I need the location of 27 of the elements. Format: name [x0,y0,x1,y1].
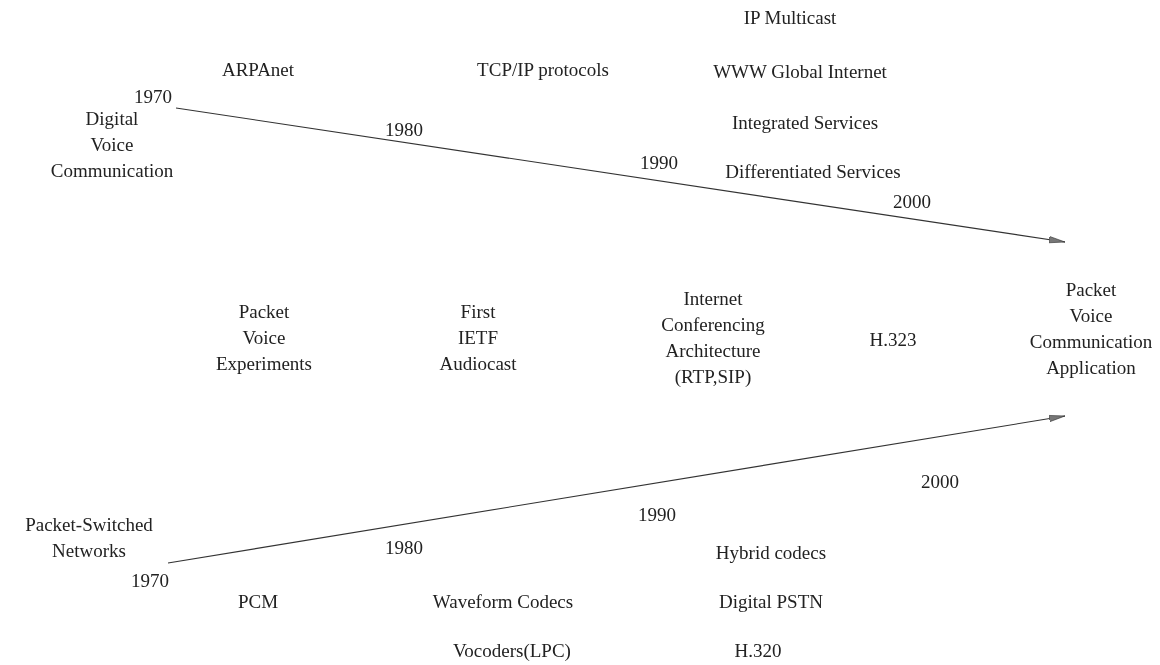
year-label: 1980 [384,118,424,142]
year-label: 1990 [639,151,679,175]
text-label: Waveform Codecs [431,590,575,614]
year-label: 1990 [637,503,677,527]
node-label: Packet Voice Communication Application [1022,242,1160,416]
arrow [175,107,1066,244]
text-label: Packet Voice Experiments [215,300,313,376]
text-label: Internet Conferencing Architecture (RTP,SIP) [660,287,766,389]
year-label: 1970 [130,569,170,593]
text-label: Differentiated Services [724,160,902,184]
text-label: IP Multicast [742,6,838,30]
year-label: 2000 [892,190,932,214]
year-label: 2000 [920,470,960,494]
node-label: Packet-Switched Networks [10,510,168,566]
text-label: Digital PSTN [718,590,824,614]
year-label: 1980 [384,536,424,560]
arrow [167,415,1066,564]
text-label: ARPAnet [220,58,296,82]
text-label: Vocoders(LPC) [452,639,572,663]
text-label: Hybrid codecs [714,541,828,565]
text-label: H.320 [733,639,783,663]
text-label: WWW Global Internet [712,60,888,84]
text-label: H.323 [868,328,918,352]
text-label: TCP/IP protocols [476,58,610,82]
text-label: Integrated Services [730,111,880,135]
text-label: PCM [236,590,280,614]
text-label: First IETF Audiocast [438,300,518,376]
